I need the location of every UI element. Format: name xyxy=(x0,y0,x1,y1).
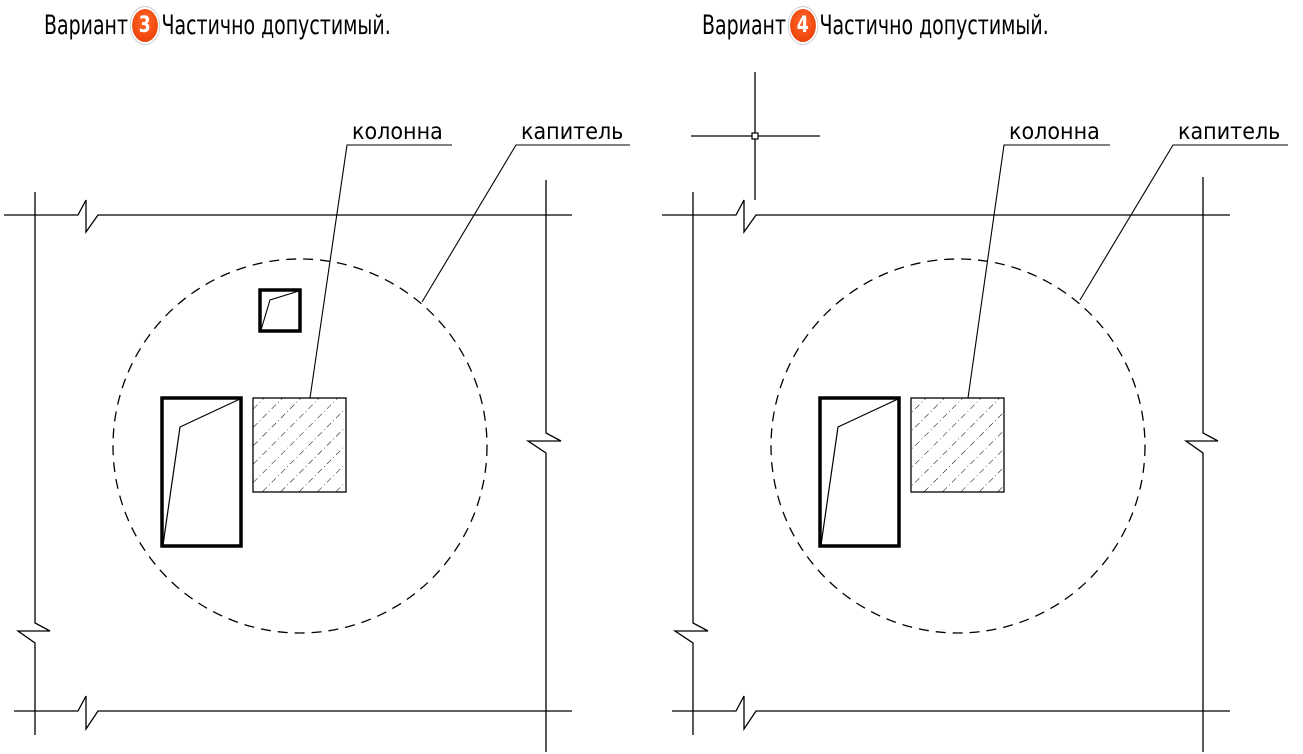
column-label: колонна xyxy=(1009,119,1100,145)
capital-label: капитель xyxy=(521,119,623,145)
crosshair-cursor-icon xyxy=(691,72,820,200)
title-prefix: Вариант xyxy=(702,9,786,41)
variant-number-badge: 4 xyxy=(789,8,816,42)
capital-label: капитель xyxy=(1178,119,1280,145)
small-opening xyxy=(258,288,302,333)
column-leader xyxy=(967,144,1110,399)
title-suffix: Частично допустимый. xyxy=(161,9,391,41)
capital-leader xyxy=(421,144,630,303)
column-label: колонна xyxy=(352,119,443,145)
capital-outline xyxy=(770,258,1146,634)
variant-4-title: Вариант 4 Частично допустимый. xyxy=(702,6,1049,44)
title-prefix: Вариант xyxy=(44,9,128,41)
column-section xyxy=(252,397,347,493)
slab-edge-right xyxy=(1183,177,1219,752)
column-leader xyxy=(309,144,452,399)
slab-edge-bottom xyxy=(14,695,572,732)
variant-number-badge: 3 xyxy=(131,8,158,42)
large-opening xyxy=(160,396,243,548)
variant-4-drawing xyxy=(662,72,1288,752)
capital-leader xyxy=(1079,144,1288,301)
opening-breakline xyxy=(162,398,241,546)
opening-breakline xyxy=(820,398,899,546)
capital-outline xyxy=(112,258,488,634)
title-suffix: Частично допустимый. xyxy=(819,9,1049,41)
large-opening xyxy=(818,396,901,548)
slab-edge-right xyxy=(525,180,562,752)
slab-edge-top xyxy=(662,199,1230,235)
column-section xyxy=(910,397,1005,493)
slab-edge-left xyxy=(672,192,709,735)
variant-3-drawing xyxy=(4,144,630,752)
slab-edge-top xyxy=(4,199,572,235)
variant-3-title: Вариант 3 Частично допустимый. xyxy=(44,6,391,44)
slab-edge-bottom xyxy=(672,695,1230,732)
small-opening-breakline xyxy=(260,290,300,331)
slab-edge-left xyxy=(15,192,51,735)
